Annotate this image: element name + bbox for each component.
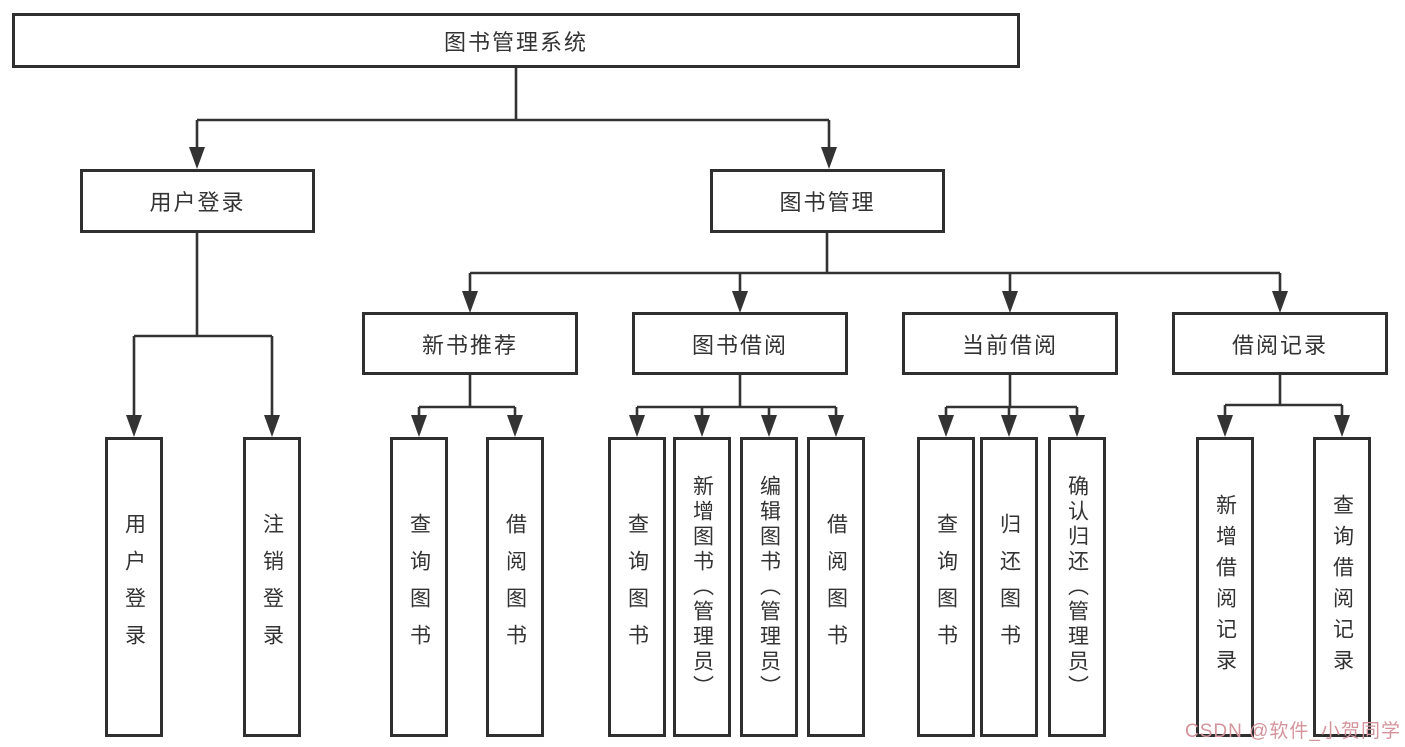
node-leaf-add-borrow-record: 新增借阅记录 [1196, 437, 1254, 737]
node-label: 图书管理 [779, 190, 876, 215]
node-current-borrow: 当前借阅 [902, 312, 1118, 375]
node-new-book-recommend: 新书推荐 [362, 312, 578, 375]
node-leaf-logout: 注销登录 [243, 437, 301, 737]
node-label: 用户登录 [122, 513, 146, 661]
node-user-login-module: 用户登录 [80, 169, 315, 233]
node-label: 新增图书（管理员） [690, 474, 714, 700]
node-leaf-add-books-admin: 新增图书（管理员） [673, 437, 731, 737]
node-label: 借阅记录 [1231, 332, 1328, 358]
node-label: 归还图书 [997, 513, 1021, 661]
node-leaf-borrow-books-2: 借阅图书 [807, 437, 865, 737]
node-label: 查询图书 [407, 513, 431, 661]
node-label: 编辑图书（管理员） [757, 474, 781, 700]
node-label: 新增借阅记录 [1213, 494, 1237, 680]
node-leaf-confirm-return-admin: 确认归还（管理员） [1048, 437, 1106, 737]
node-label: 当前借阅 [961, 332, 1058, 358]
node-label: 查询图书 [625, 513, 649, 661]
node-label: 新书推荐 [421, 332, 518, 358]
node-label: 借阅图书 [503, 513, 527, 661]
node-label: 用户登录 [149, 190, 246, 215]
arrowheads [126, 147, 1350, 437]
node-leaf-query-borrow-record: 查询借阅记录 [1313, 437, 1371, 737]
node-leaf-return-books: 归还图书 [980, 437, 1038, 737]
node-label: 查询借阅记录 [1330, 494, 1354, 680]
node-leaf-edit-books-admin: 编辑图书（管理员） [740, 437, 798, 737]
node-borrow-records: 借阅记录 [1172, 312, 1388, 375]
node-label: 图书借阅 [691, 332, 788, 358]
node-label: 查询图书 [934, 513, 958, 661]
node-leaf-query-books-1: 查询图书 [390, 437, 448, 737]
node-label: 确认归还（管理员） [1065, 474, 1089, 700]
node-leaf-query-books-3: 查询图书 [917, 437, 975, 737]
node-leaf-borrow-books-1: 借阅图书 [486, 437, 544, 737]
node-book-management-module: 图书管理 [710, 169, 945, 233]
node-label: 图书管理系统 [443, 29, 588, 55]
node-book-borrow: 图书借阅 [632, 312, 848, 375]
node-leaf-query-books-2: 查询图书 [608, 437, 666, 737]
node-label: 借阅图书 [824, 513, 848, 661]
csdn-watermark: CSDN @软件_小贺同学 [1185, 721, 1401, 742]
node-library-management-system: 图书管理系统 [12, 13, 1020, 68]
node-leaf-user-login: 用户登录 [105, 437, 163, 737]
node-label: 注销登录 [260, 513, 284, 661]
